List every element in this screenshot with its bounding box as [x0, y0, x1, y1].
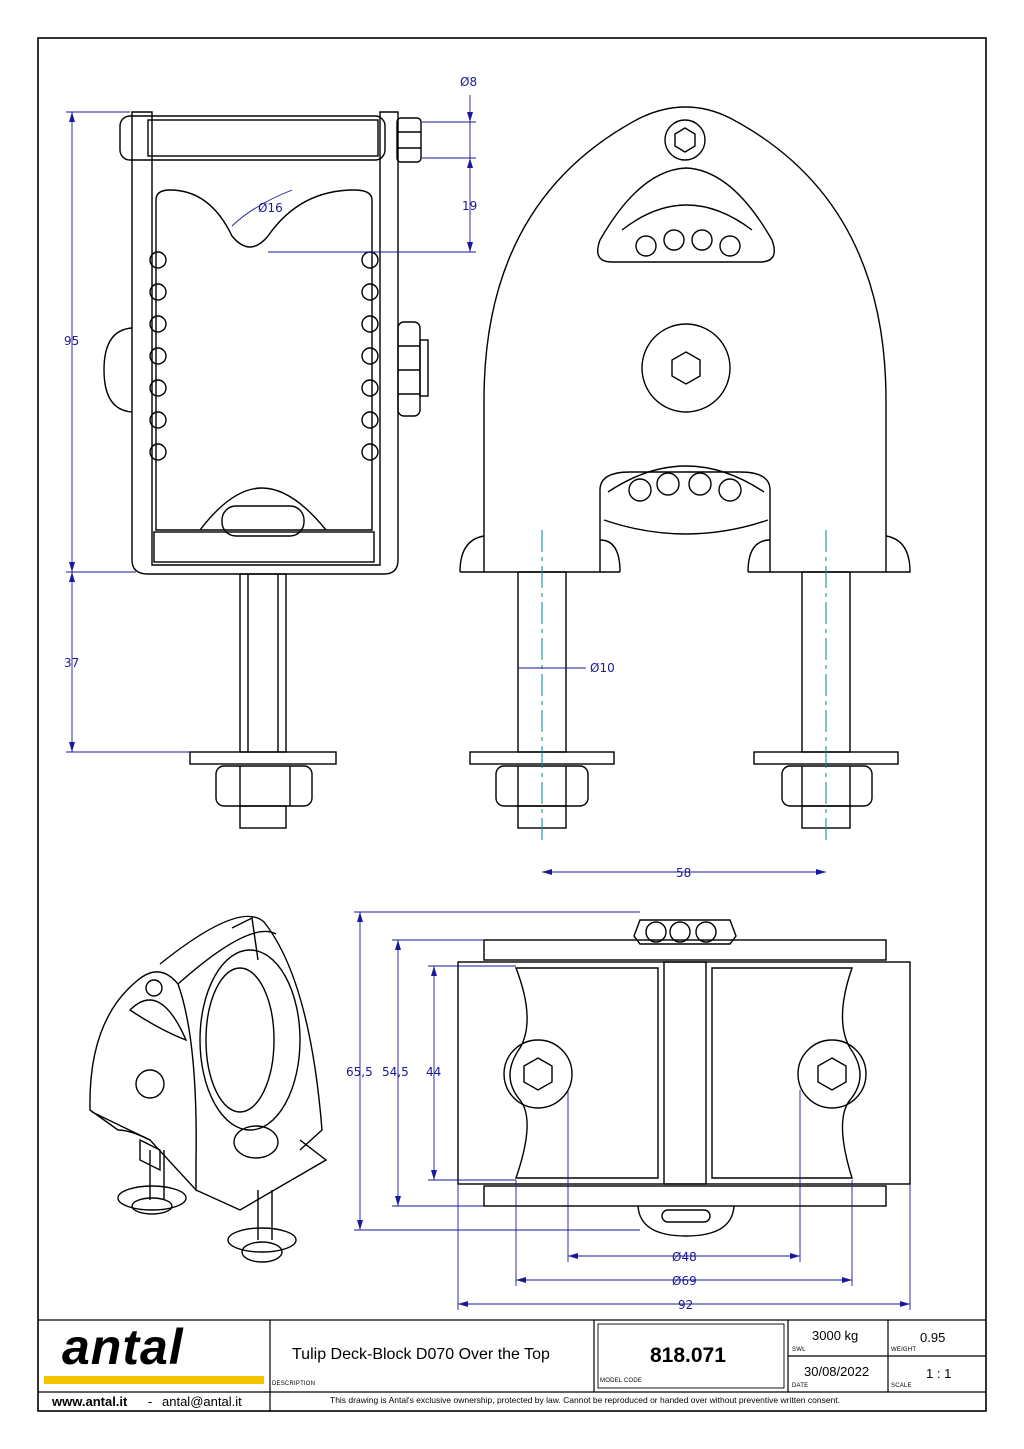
dim-groove-diameter: Ø48: [672, 1250, 697, 1264]
dimension-arrows: [69, 112, 910, 1307]
dim-bolt-hole: Ø8: [460, 75, 477, 89]
isometric-view: [89, 915, 328, 1263]
scale-label: SCALE: [891, 1383, 912, 1389]
sheet-border: [37, 37, 987, 1412]
dim-sheave-diameter: Ø69: [672, 1274, 697, 1288]
brand-logo: antal: [62, 1319, 184, 1375]
dim-overall-height: 65,5: [346, 1065, 373, 1079]
weight-label: WEIGHT: [891, 1347, 917, 1353]
dim-body-height: 95: [64, 334, 79, 348]
lower-balls: [628, 472, 742, 502]
scale-value: 1 : 1: [926, 1366, 952, 1381]
dim-top-offset: 19: [462, 199, 477, 213]
email-link[interactable]: antal@antal.it: [162, 1394, 242, 1409]
dim-sheave-width: 44: [426, 1065, 441, 1079]
upper-balls: [635, 229, 741, 257]
dim-overall-width: 92: [678, 1298, 693, 1312]
product-description: Tulip Deck-Block D070 Over the Top: [292, 1346, 550, 1363]
model-code-label: MODEL CODE: [600, 1378, 643, 1384]
description-label: DESCRIPTION: [272, 1381, 316, 1387]
dim-inner-height: 54,5: [382, 1065, 409, 1079]
side-view: [103, 111, 429, 829]
dim-sheave-groove: Ø16: [258, 201, 283, 215]
date-label: DATE: [792, 1383, 809, 1389]
date-value: 30/08/2022: [804, 1364, 870, 1379]
contact-separator: -: [148, 1394, 153, 1409]
dim-stud-diameter: Ø10: [590, 661, 615, 675]
swl-value: 3000 kg: [812, 1328, 859, 1343]
ownership-disclaimer: This drawing is Antal's exclusive owners…: [330, 1395, 841, 1405]
plan-view: [457, 919, 911, 1237]
dimension-lines: [66, 95, 911, 1310]
model-code: 818.071: [650, 1344, 726, 1367]
bearing-balls: [149, 251, 379, 461]
weight-value: 0.95: [920, 1330, 946, 1345]
swl-label: SWL: [792, 1347, 806, 1353]
website-link[interactable]: www.antal.it: [52, 1394, 128, 1409]
centerlines: [541, 530, 827, 840]
brand-stripe: [44, 1376, 264, 1384]
dim-stud-spacing: 58: [676, 866, 691, 880]
title-block-grid: [38, 1319, 986, 1411]
front-view: [459, 106, 911, 829]
dim-stud-length: 37: [64, 656, 79, 670]
